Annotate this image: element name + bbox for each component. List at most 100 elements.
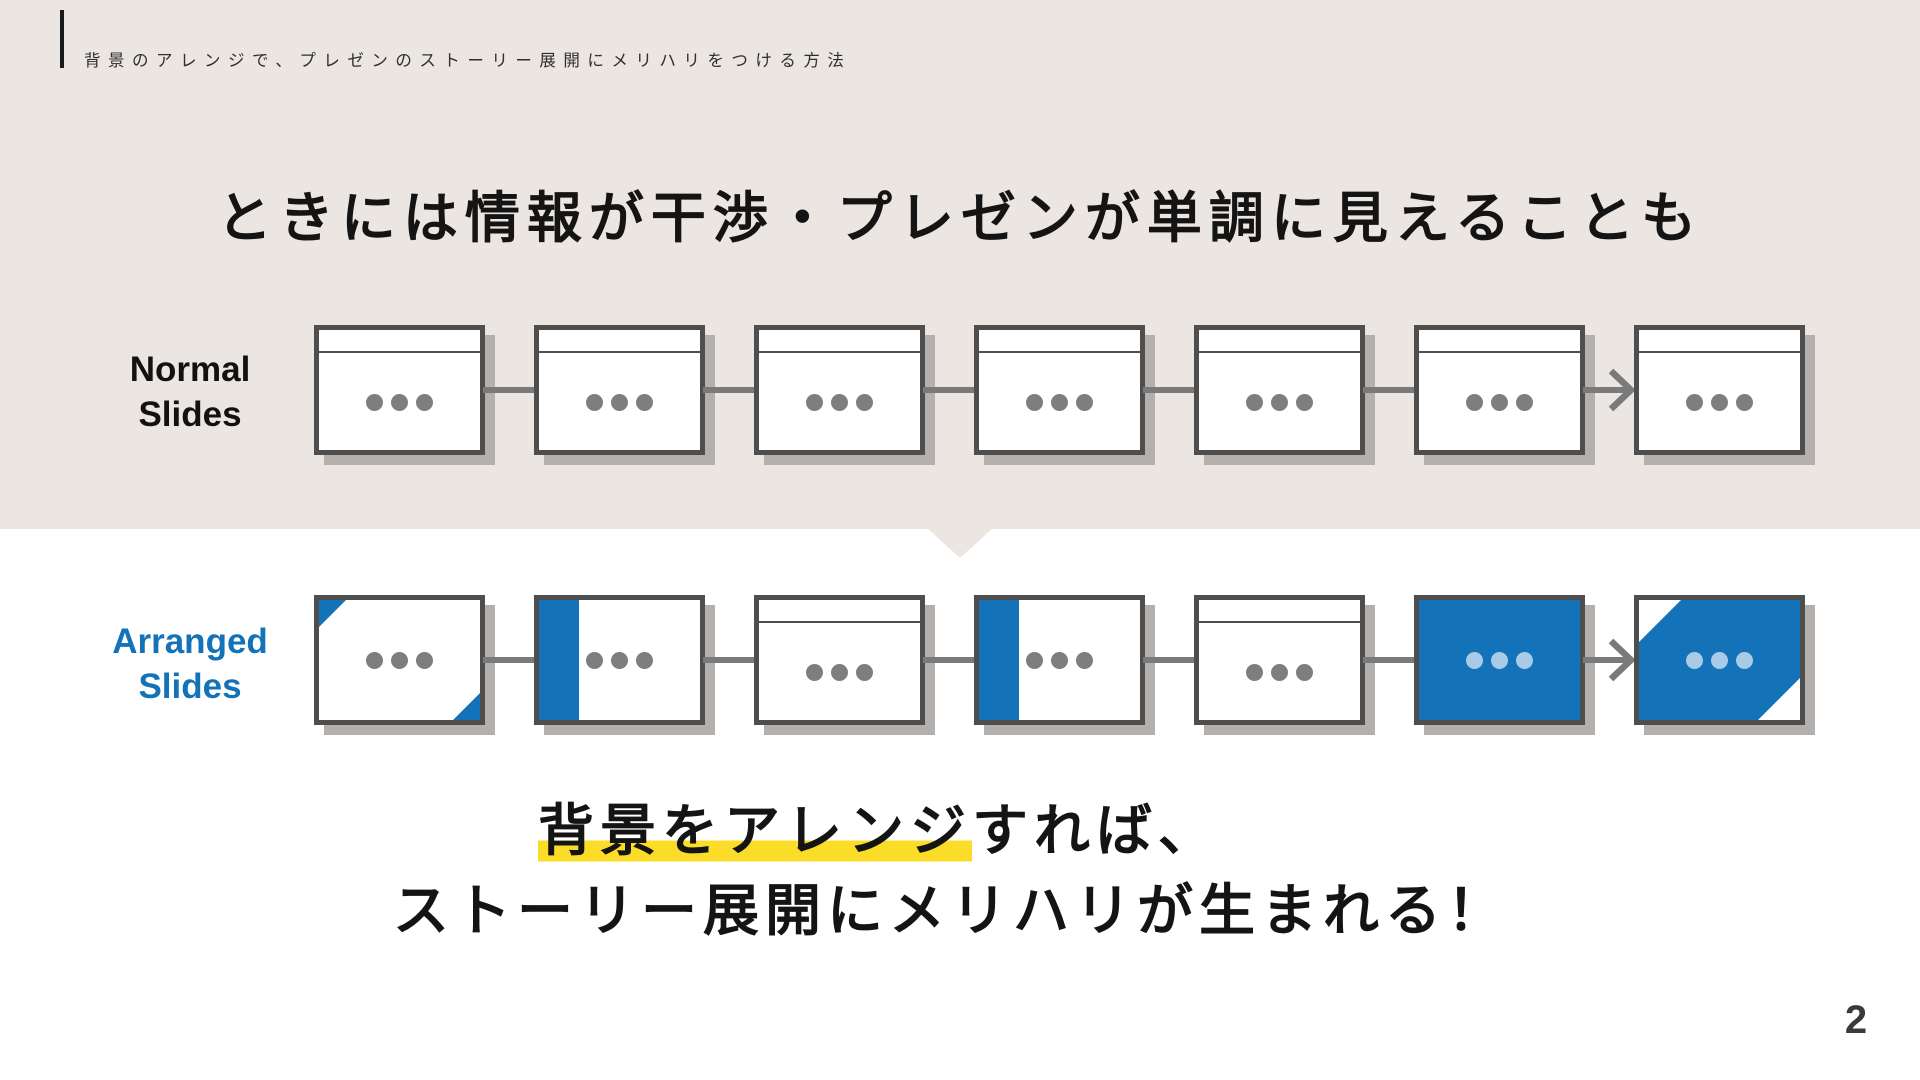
header-title: 背景のアレンジで、プレゼンのストーリー展開にメリハリをつける方法 [84,52,852,70]
slide-thumbnail-corners [314,595,485,725]
dot [416,651,433,669]
dot [1271,393,1288,411]
blue-corner-accent-bottomright [453,693,480,720]
main-title: ときには情報が干渉・プレゼンが単調に見えることも [216,187,1704,249]
section-notch-triangle [928,529,992,558]
blue-side-bar [539,600,579,720]
connector-arrow [1583,636,1636,689]
dot [1711,651,1728,669]
ellipsis-dots [1419,354,1580,450]
slide-titlebar [1199,600,1360,623]
dot [1026,651,1043,669]
dot [416,393,433,411]
dot [1296,663,1313,681]
arranged-label-line1: Arranged [112,622,268,661]
blue-corner-accent-topleft [319,600,346,627]
conclusion-line-1-rest: すれば、 [972,799,1220,862]
connector-line [703,657,756,663]
ellipsis-dots [1419,600,1580,720]
connector-line [703,387,756,393]
connector-line [483,387,536,393]
arranged-slides-label: Arranged Slides [40,619,340,709]
dot [1491,651,1508,669]
dot [391,393,408,411]
slide-thumbnail-filled [1414,595,1585,725]
slide-thumbnail-filled-cut [1634,595,1805,725]
ellipsis-dots [979,354,1140,450]
connector-line [1363,657,1416,663]
blue-side-bar [979,600,1019,720]
connector-line [1363,387,1416,393]
slide-titlebar [1419,330,1580,353]
arranged-slides-row [314,595,1805,725]
ellipsis-dots [319,600,480,720]
dot [806,393,823,411]
normal-label-line1: Normal [129,350,251,389]
normal-label-line2: Slides [138,395,242,434]
dot [1026,393,1043,411]
dot [1711,393,1728,411]
normal-slides-row [314,325,1805,455]
slide-thumbnail-titlebar [534,325,705,455]
ellipsis-dots [539,354,700,450]
dot [856,393,873,411]
ellipsis-dots [1639,354,1800,450]
dot [831,393,848,411]
arranged-label-line2: Slides [138,667,242,706]
dot [366,393,383,411]
dot [366,651,383,669]
dot [1736,393,1753,411]
ellipsis-dots [1199,624,1360,720]
ellipsis-dots [1639,600,1800,720]
dot [1516,393,1533,411]
arrow-icon [1583,368,1636,412]
conclusion-line-1: 背景をアレンジすれば、 [538,793,1220,868]
dot [636,651,653,669]
connector-arrow [1583,366,1636,419]
dot [1466,651,1483,669]
dot [1051,651,1068,669]
dot [856,663,873,681]
slide-thumbnail-titlebar [974,325,1145,455]
conclusion-line-2: ストーリー展開にメリハリが生まれる！ [393,879,1509,942]
dot [1051,393,1068,411]
connector-line [923,387,976,393]
ellipsis-dots [979,600,1140,720]
slide-titlebar [539,330,700,353]
dot [1686,651,1703,669]
slide-thumbnail-leftbar [974,595,1145,725]
page-number: 2 [1844,998,1868,1042]
dot [1736,651,1753,669]
dot [1076,393,1093,411]
connector-line [1143,657,1196,663]
slide-titlebar [1199,330,1360,353]
connector-line [1143,387,1196,393]
slide-titlebar [759,600,920,623]
connector-line [923,657,976,663]
slide-thumbnail-titlebar [754,325,925,455]
slide-thumbnail-titlebar [1194,325,1365,455]
dot [1246,663,1263,681]
slide-thumbnail-leftbar [534,595,705,725]
ellipsis-dots [539,600,700,720]
dot [586,393,603,411]
dot [611,393,628,411]
slide-thumbnail-titlebar [1634,325,1805,455]
dot [1076,651,1093,669]
slide-titlebar [759,330,920,353]
ellipsis-dots [1199,354,1360,450]
dot [806,663,823,681]
header-accent-bar [60,10,64,68]
normal-slides-label: Normal Slides [40,347,340,437]
dot [1516,651,1533,669]
slide-thumbnail-titlebar [1194,595,1365,725]
slide-titlebar [1639,330,1800,353]
dot [391,651,408,669]
slide-thumbnail-titlebar [754,595,925,725]
dot [1296,393,1313,411]
dot [636,393,653,411]
connector-line [483,657,536,663]
dot [1271,663,1288,681]
ellipsis-dots [319,354,480,450]
